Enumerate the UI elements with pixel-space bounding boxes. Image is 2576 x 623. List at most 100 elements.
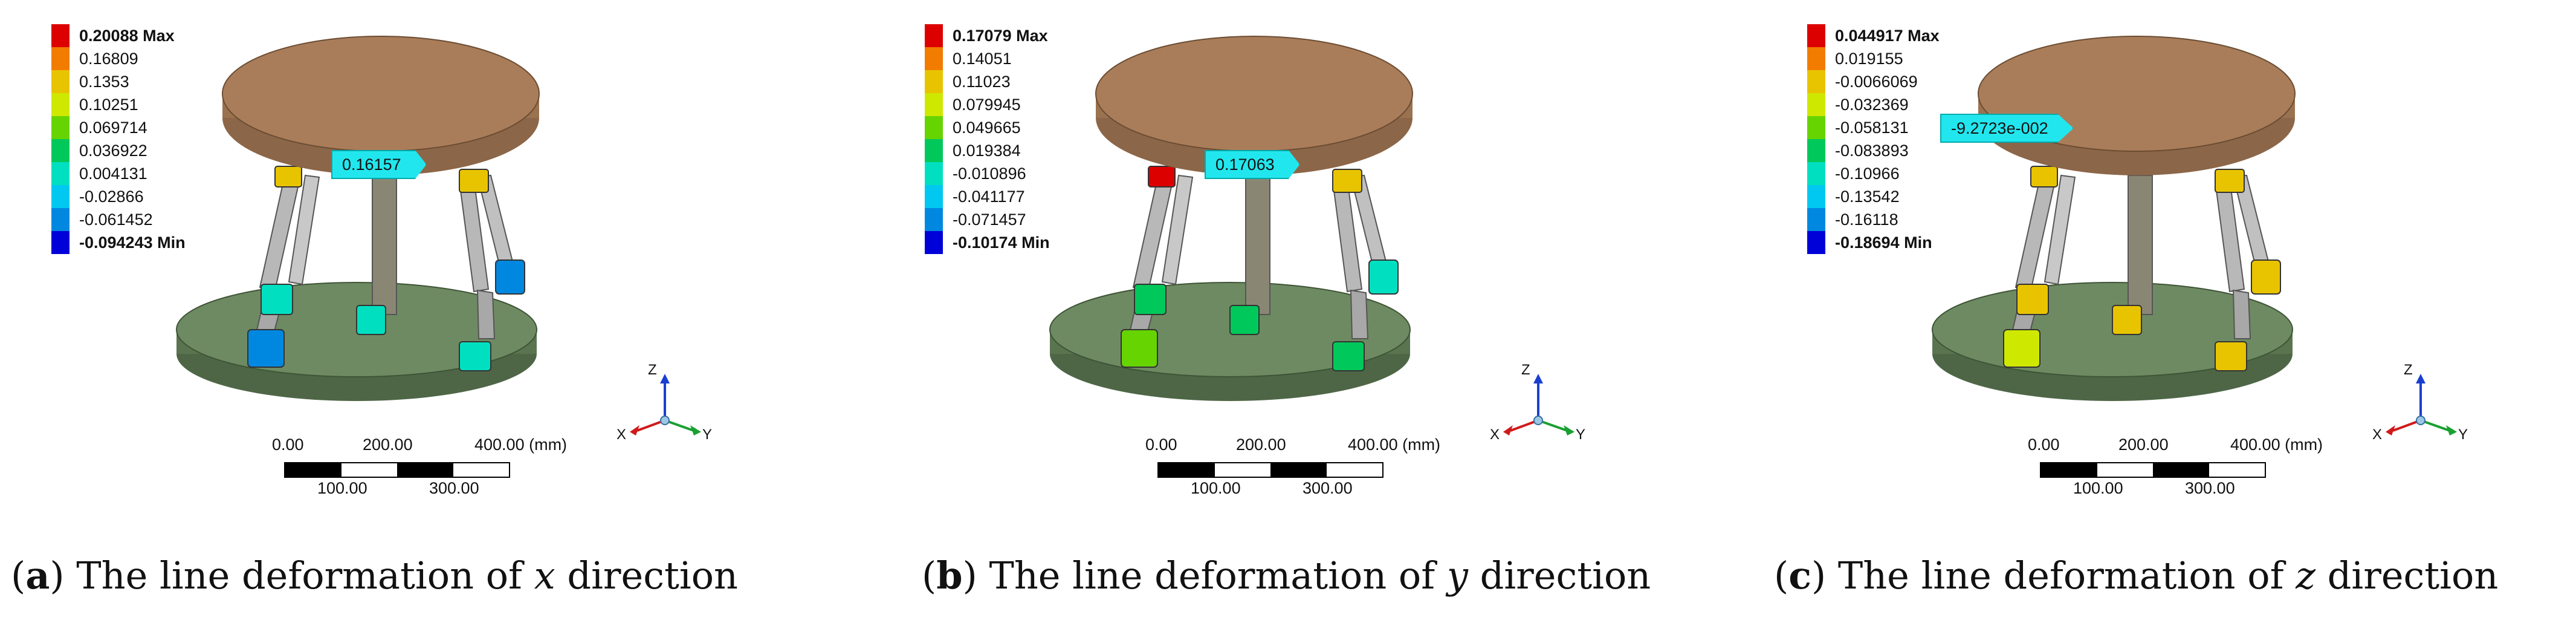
z-axis-label: Z [1521,362,1530,378]
scale-bar: 0.00 200.00 400.00 (mm) 100.00 300.00 [260,435,574,508]
joint [2251,259,2281,295]
legend-label: 0.036922 [79,142,147,160]
scale-tick: 300.00 [429,479,479,497]
scale-tick: 300.00 [1303,479,1353,497]
legend-label: 0.049665 [953,119,1021,137]
legend-swatch [51,231,70,254]
legend-label: 0.16809 [79,50,138,68]
legend-row: -0.10174 Min [925,231,1167,254]
x-axis [2392,419,2421,432]
joint [1229,305,1260,335]
panel-caption: (c) The line deformation of z direction [1774,553,2498,598]
scale-bar-graphic [2040,462,2266,478]
scale-tick: 400.00 (mm) [1348,435,1441,454]
legend-label: -0.18694 Min [1835,233,1932,252]
legend-row: -0.0066069 [1807,70,2049,93]
legend-swatch [1807,162,1825,185]
legend-label: -0.16118 [1835,210,1898,229]
legend-row: -0.13542 [1807,185,2049,208]
z-arrow [2416,374,2426,383]
leg [476,289,496,339]
scale-tick: 0.00 [1145,435,1177,454]
legend-label: 0.069714 [79,119,147,137]
scale-tick: 200.00 [363,435,413,454]
legend-swatch [925,231,943,254]
joint [495,259,525,295]
legend-row: -0.010896 [925,162,1167,185]
caption-part: direction [2315,553,2499,598]
legend-row: 0.079945 [925,93,1167,116]
legend-label: 0.019384 [953,142,1021,160]
legend-swatch [925,93,943,116]
legend-swatch [1807,231,1825,254]
center-column [372,175,397,315]
legend-swatch [51,116,70,139]
legend-swatch [51,70,70,93]
legend-swatch [925,185,943,208]
center-column [2128,175,2153,315]
x-arrow [2386,425,2395,435]
legend-swatch [51,185,70,208]
top-platform [1095,36,1413,152]
joints [1121,166,1399,371]
legend-row: 0.036922 [51,139,293,162]
legend-swatch [51,47,70,70]
joint [2016,284,2049,315]
legs [255,174,515,339]
legend-row: -0.10966 [1807,162,2049,185]
joint [1148,166,1176,188]
legend-swatch [1807,139,1825,162]
caption-part: direction [1468,553,1651,598]
legend-row: 0.1353 [51,70,293,93]
legend-swatch [925,47,943,70]
origin [1533,416,1543,425]
scale-bar: 0.00 200.00 400.00 (mm) 100.00 300.00 [1133,435,1448,508]
caption-part: y [1446,553,1468,598]
axis-triad [630,374,701,435]
legend-label: -0.032369 [1835,96,1909,114]
scale-tick: 300.00 [2185,479,2235,497]
legend-swatch [1807,47,1825,70]
legend-row: -0.061452 [51,208,293,231]
caption-part: x [534,553,555,598]
legend-swatch [925,24,943,47]
legend-row: -0.02866 [51,185,293,208]
scale-tick: 200.00 [1236,435,1286,454]
scale-tick: 0.00 [2028,435,2060,454]
caption-part: ) [962,553,977,598]
leg [1161,174,1194,285]
legend-row: -0.041177 [925,185,1167,208]
legend-label: -0.0066069 [1835,73,1918,91]
caption-part: ( [1774,553,1789,598]
legend-swatch [925,70,943,93]
legend-row: -0.094243 Min [51,231,293,254]
caption-part: ( [11,553,26,598]
leg [1350,289,1369,339]
caption-part: a [25,553,50,598]
platform-model [1049,36,1413,401]
joint [459,169,489,193]
legend-swatch [1807,185,1825,208]
legend-swatch [51,208,70,231]
legend-row: -0.058131 [1807,116,2049,139]
legend-swatch [1807,70,1825,93]
legend-row: 0.14051 [925,47,1167,70]
legend-swatch [925,139,943,162]
legend-swatch [925,162,943,185]
legend-label: 0.11023 [953,73,1011,91]
legend-swatch [925,208,943,231]
x-axis-label: X [616,426,627,443]
x-axis-label: X [1490,426,1500,443]
y-arrow [690,425,701,435]
axis-triad [2386,374,2457,435]
legend-swatch [51,139,70,162]
legend-row: 0.16809 [51,47,293,70]
leg [288,174,320,285]
y-axis [664,419,694,432]
caption-part: c [1788,553,1811,598]
legend-swatch [1807,116,1825,139]
legend-label: -0.010896 [953,165,1026,183]
joint [1332,169,1362,193]
